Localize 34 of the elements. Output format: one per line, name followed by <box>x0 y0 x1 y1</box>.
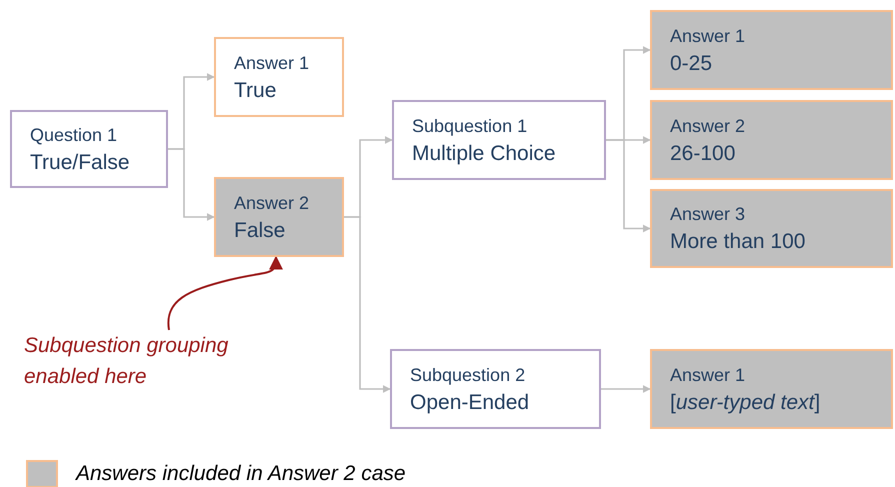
box-heading: Answer 1 <box>234 52 310 74</box>
connector-arrow <box>168 148 215 221</box>
box-heading: Subquestion 1 <box>412 114 528 138</box>
connector-arrow <box>344 216 391 393</box>
answer-box <box>650 189 893 268</box>
box-heading: Question 1 <box>30 124 118 146</box>
box-heading: Answer 2 <box>234 192 310 214</box>
answer-box <box>214 37 344 117</box>
box-text: True/False <box>30 150 131 176</box>
question-box <box>392 100 606 180</box>
box-text: False <box>234 218 286 244</box>
question-box <box>10 110 168 188</box>
answer-box <box>214 177 344 257</box>
box-heading: Answer 1 <box>670 364 746 386</box>
box-heading: Subquestion 2 <box>410 364 526 387</box>
box-heading: Answer 2 <box>670 114 746 138</box>
box-text: True <box>234 78 278 104</box>
note-text: Subquestion grouping enabled here <box>24 333 230 390</box>
box-text: More than 100 <box>670 229 806 255</box>
box-text: 0-25 <box>670 50 714 76</box>
box-text: 26-100 <box>670 140 736 166</box>
box-heading: Answer 3 <box>670 203 746 226</box>
box-text: Open-Ended <box>410 390 530 416</box>
connector-arrow <box>601 385 651 393</box>
answer-box <box>650 349 893 429</box>
connector-arrow <box>606 139 651 232</box>
box-text: [user-typed text] <box>670 390 822 416</box>
leader-arrow <box>167 256 283 330</box>
question-box <box>390 349 601 429</box>
answer-box <box>650 10 893 90</box>
legend-text: Answers included in Answer 2 case <box>76 461 406 487</box>
box-text: Multiple Choice <box>412 140 557 166</box>
box-heading: Answer 1 <box>670 24 746 48</box>
answer-box <box>650 100 893 180</box>
